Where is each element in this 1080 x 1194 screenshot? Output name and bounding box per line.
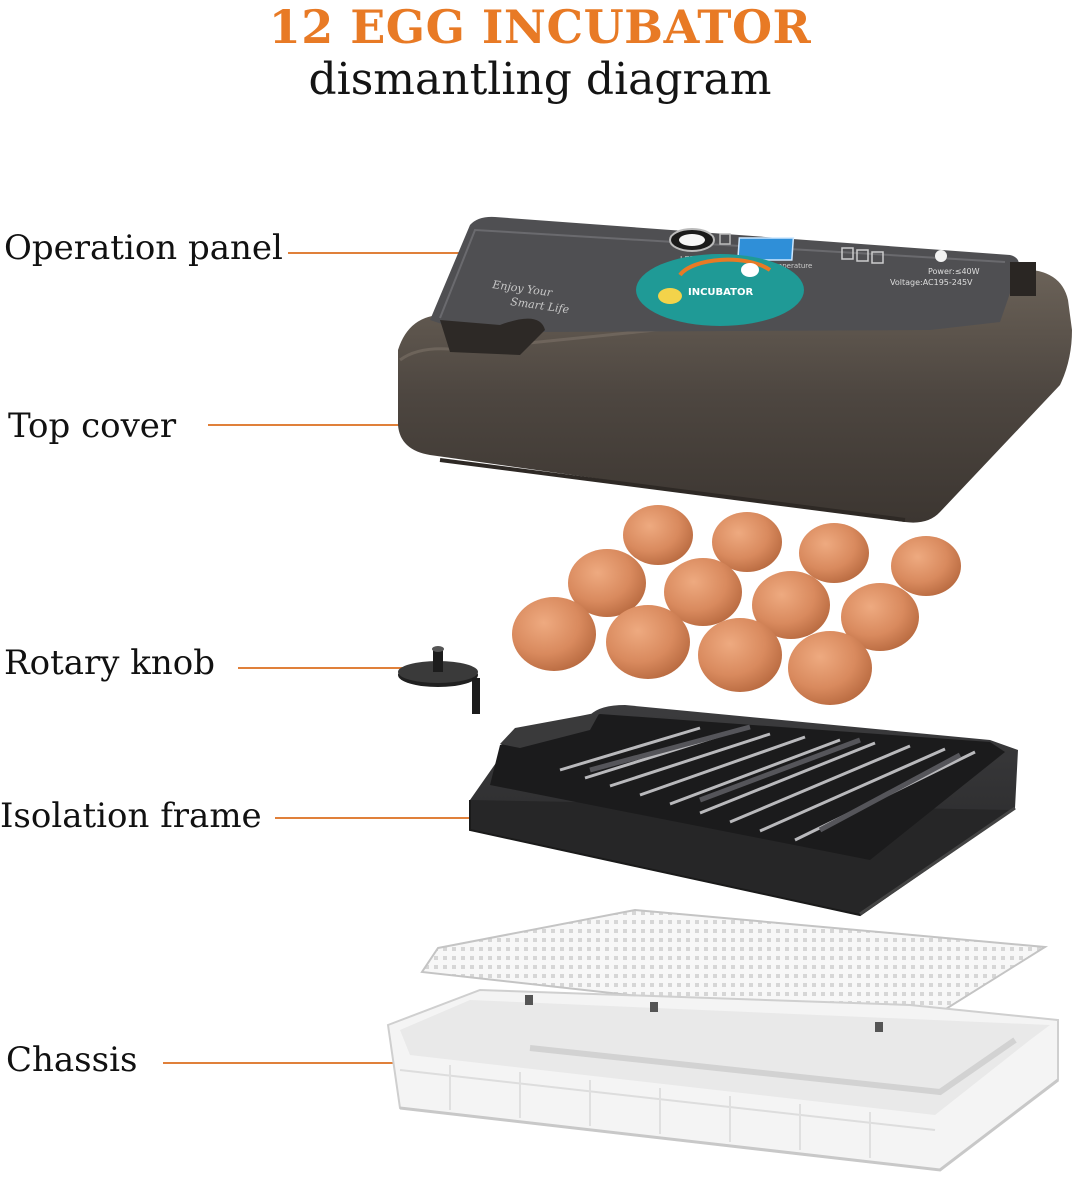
chassis-peg xyxy=(650,1002,658,1012)
egg xyxy=(568,549,646,617)
egg xyxy=(841,583,919,651)
eggs xyxy=(512,505,961,705)
perforated-tray xyxy=(420,908,1049,1029)
rotary-knob xyxy=(398,646,480,714)
temperature-caption: Temperature xyxy=(767,262,812,270)
diagram-title: 12 EGG INCUBATOR xyxy=(268,0,812,54)
leader-line-chassis xyxy=(163,1062,455,1064)
up-button-icon[interactable] xyxy=(856,249,869,262)
egg xyxy=(664,558,742,626)
vent-slot xyxy=(1010,262,1036,296)
egg xyxy=(712,512,782,572)
egg xyxy=(788,631,872,705)
incubator-badge xyxy=(636,254,804,326)
leader-line-isolation-frame xyxy=(275,817,502,819)
leader-line-top-cover xyxy=(208,424,498,426)
label-chassis: Chassis xyxy=(6,1040,138,1080)
chassis xyxy=(386,988,1059,1172)
egg xyxy=(512,597,596,671)
chassis-peg xyxy=(875,1022,883,1032)
diagram-subtitle: dismantling diagram xyxy=(308,54,772,105)
egg xyxy=(606,605,690,679)
label-operation-panel: Operation panel xyxy=(4,228,283,268)
egg xyxy=(799,523,869,583)
egg xyxy=(698,618,782,692)
down-button-icon[interactable] xyxy=(871,251,884,264)
egg xyxy=(623,505,693,565)
chick-icon xyxy=(658,288,682,304)
set-button-icon[interactable] xyxy=(841,247,854,260)
leader-line-rotary-knob xyxy=(238,667,418,669)
voltage-rating: Voltage:AC195-245V xyxy=(890,278,973,287)
isolation-frame xyxy=(469,705,1018,917)
egg xyxy=(752,571,830,639)
chassis-peg xyxy=(525,995,533,1005)
egg xyxy=(891,536,961,596)
top-cover: LED Temperature Power:≤40W Voltage:AC195… xyxy=(398,216,1072,523)
badge-text: INCUBATOR xyxy=(688,287,753,298)
label-isolation-frame: Isolation frame xyxy=(0,796,262,836)
label-top-cover: Top cover xyxy=(8,406,177,446)
power-rating: Power:≤40W xyxy=(928,267,980,276)
label-rotary-knob: Rotary knob xyxy=(4,643,216,683)
led-symbol-icon xyxy=(719,233,731,245)
operation-panel: LED Temperature Power:≤40W Voltage:AC195… xyxy=(430,216,1019,345)
certification-icon xyxy=(935,250,947,262)
egg-icon xyxy=(741,263,759,277)
cover-handle xyxy=(440,318,545,355)
